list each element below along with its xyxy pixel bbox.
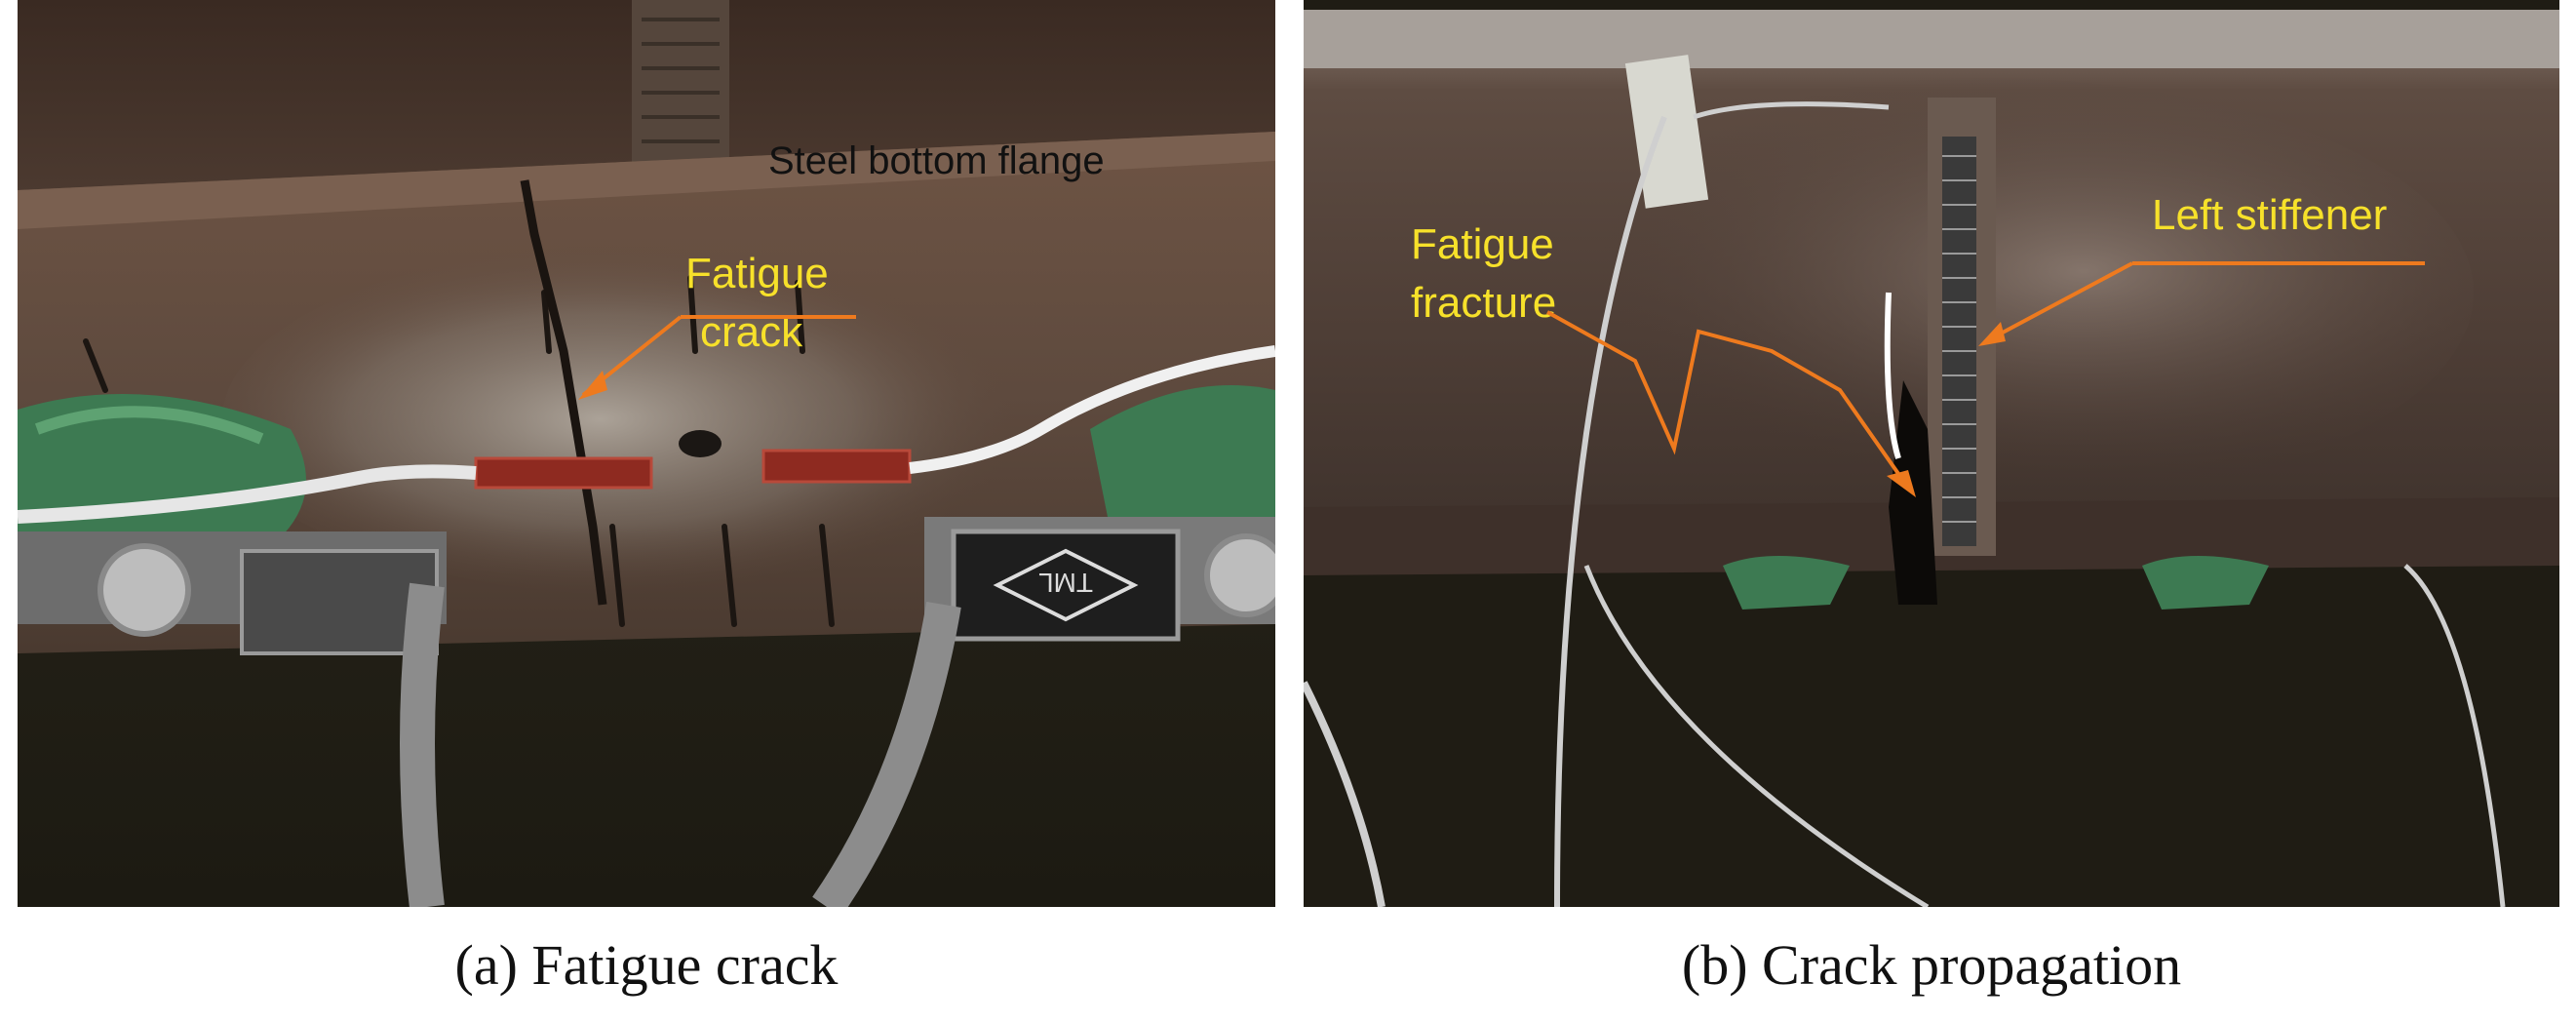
photo-panel-a: TML Steel bottom flange Fatigue crack	[18, 0, 1275, 907]
fracture-arrow-head	[1887, 470, 1916, 497]
caption-panel-a: (a) Fatigue crack	[454, 933, 839, 997]
left-stiffener-label: Left stiffener	[2152, 191, 2387, 239]
crack-arrow-head	[578, 371, 607, 400]
fatigue-crack-label-line1: Fatigue	[685, 250, 829, 297]
fracture-arrow	[1546, 310, 1910, 490]
caption-panel-b: (b) Crack propagation	[1681, 933, 2182, 997]
fatigue-crack-photo: TML Steel bottom flange Fatigue crack	[18, 0, 1275, 907]
fatigue-fracture-label-line2: fracture	[1411, 279, 1556, 327]
stiffener-arrow-head	[1978, 322, 2006, 346]
flange-label: Steel bottom flange	[768, 139, 1105, 182]
crack-propagation-photo: Left stiffener Fatigue fracture	[1304, 0, 2559, 907]
gauge-brand-label: TML	[1038, 568, 1093, 598]
photo-panel-b: Left stiffener Fatigue fracture	[1304, 0, 2559, 907]
fatigue-fracture-label-line1: Fatigue	[1411, 220, 1554, 268]
stiffener-arrow	[1985, 261, 2133, 343]
